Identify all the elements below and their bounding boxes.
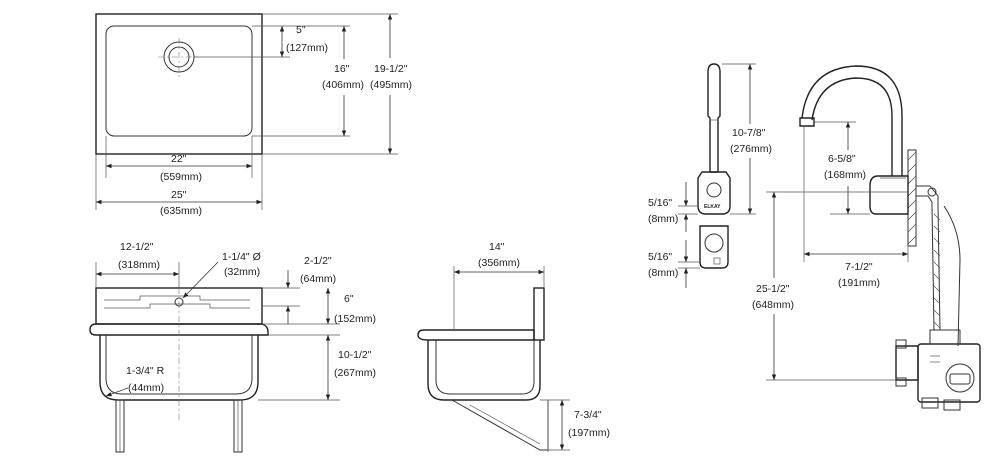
dim-10-875in: 10-7/8"	[732, 127, 766, 139]
dim-10-5in: 10-1/2"	[338, 349, 372, 361]
dim-197mm: (197mm)	[568, 427, 610, 439]
dim-5-16in-b: 5/16"	[648, 251, 672, 263]
sensor-eye	[706, 182, 722, 198]
dim-635mm: (635mm)	[160, 205, 202, 217]
dim-14in: 14"	[489, 241, 505, 253]
faucet-side-view: 6-5/8" (168mm) 7-1/2" (191mm) 25-1/2" (6…	[752, 65, 981, 411]
front-view: 12-1/2" (318mm) 1-1/4" Ø (32mm) 2-1/2" (…	[89, 241, 376, 453]
dim-25in: 25"	[171, 189, 187, 201]
spout-tip	[799, 117, 815, 127]
dim-318mm: (318mm)	[118, 259, 160, 271]
dim-559mm: (559mm)	[160, 171, 202, 183]
gooseneck-outer	[801, 65, 903, 176]
dim-64mm: (64mm)	[300, 273, 336, 285]
dim-406mm: (406mm)	[322, 79, 364, 91]
dim-44mm: (44mm)	[128, 382, 164, 394]
faucet-spout-front	[707, 63, 721, 173]
gooseneck-inner	[811, 77, 893, 176]
dim-22in: 22"	[171, 153, 187, 165]
side-view: 14" (356mm) 7-3/4" (197mm)	[417, 241, 610, 452]
dim-648mm: (648mm)	[752, 299, 794, 311]
sink-outline-top	[95, 13, 263, 155]
inlet-valve	[895, 345, 919, 381]
dim-8mm-b: (8mm)	[648, 267, 678, 279]
control-dial	[945, 363, 975, 393]
dim-6in: 6"	[344, 293, 354, 305]
dim-7-5in: 7-1/2"	[845, 261, 873, 273]
faucet-body-side	[869, 175, 909, 215]
side-bowl	[427, 340, 541, 401]
dim-19-5in: 19-1/2"	[374, 63, 408, 75]
dim-drain: 1-1/4" Ø	[222, 251, 261, 263]
dim-495mm: (495mm)	[370, 79, 412, 91]
dim-127mm: (127mm)	[286, 42, 328, 54]
dim-5in: 5"	[296, 24, 306, 36]
side-rim	[417, 329, 535, 341]
control-box-top	[929, 329, 961, 345]
dim-6-625in: 6-5/8"	[828, 153, 856, 165]
dim-12-5in: 12-1/2"	[120, 241, 154, 253]
dim-radius: 1-3/4" R	[126, 365, 165, 377]
faucet-front-view: ELKAY 10-7/8" (276mm) 5/16" (8mm) 5/16" …	[648, 63, 772, 288]
dim-152mm: (152mm)	[334, 313, 376, 325]
dim-276mm: (276mm)	[730, 143, 772, 155]
dim-191mm: (191mm)	[838, 277, 880, 289]
bowl-outline-top	[105, 25, 253, 137]
front-rim	[89, 323, 269, 336]
dim-267mm: (267mm)	[334, 367, 376, 379]
dim-356mm: (356mm)	[478, 257, 520, 269]
supply-hose	[937, 205, 941, 331]
dim-168mm: (168mm)	[824, 169, 866, 181]
escutcheon-front	[699, 225, 729, 269]
dim-25-5in: 25-1/2"	[756, 283, 790, 295]
dim-2-5in: 2-1/2"	[304, 255, 332, 267]
control-box	[917, 343, 981, 403]
dim-32mm: (32mm)	[224, 266, 260, 278]
side-backsplash	[533, 287, 545, 341]
dim-5-16in-a: 5/16"	[648, 197, 672, 209]
dim-16in: 16"	[334, 63, 350, 75]
top-view: 5" (127mm) 16" (406mm) 19-1/2" (495mm) 2…	[95, 13, 412, 217]
dim-7-75in: 7-3/4"	[574, 409, 602, 421]
faucet-body-front	[697, 171, 731, 215]
wall-section	[907, 149, 917, 247]
faucet-logo: ELKAY	[704, 204, 721, 210]
dim-8mm-a: (8mm)	[648, 213, 678, 225]
